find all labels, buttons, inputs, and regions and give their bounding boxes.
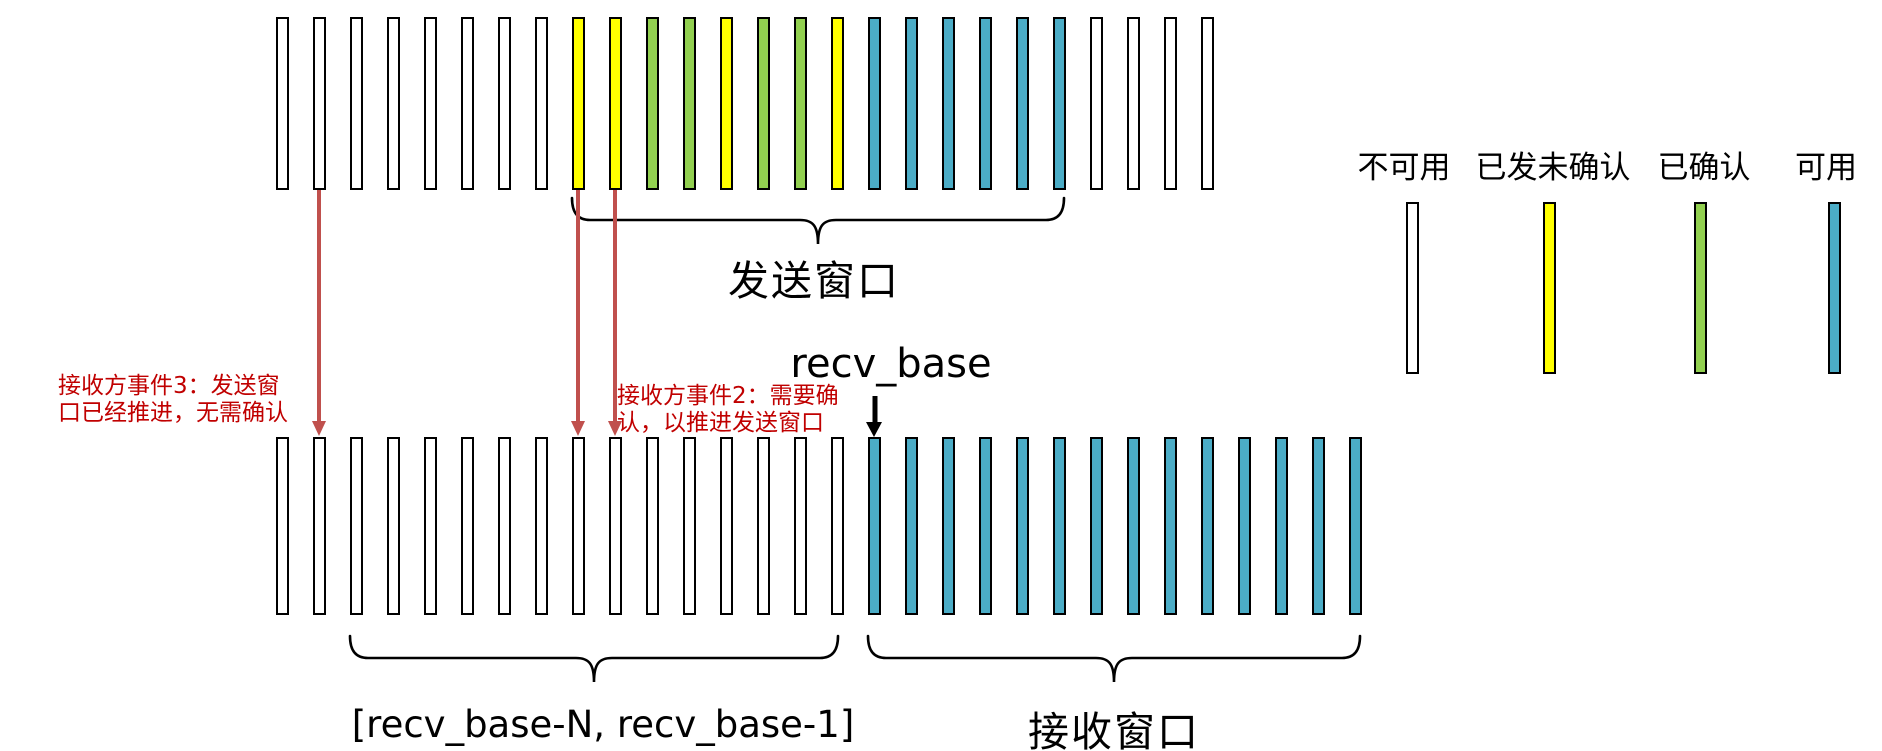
legend-bar-sent_unacked xyxy=(1542,202,1556,374)
packet-bar-unavailable xyxy=(757,437,770,615)
ack-arrow-packet-1 xyxy=(571,190,585,436)
packet-bar-acked xyxy=(683,17,696,190)
packet-bar-usable xyxy=(942,437,955,615)
receiver-event3-note: 接收方事件3：发送窗 口已经推进，无需确认 xyxy=(58,373,288,427)
legend-bar-usable xyxy=(1827,202,1841,374)
brace-path xyxy=(348,634,840,683)
recv-range-label: [recv_base-N, recv_base-1] xyxy=(351,703,855,746)
packet-bar-usable xyxy=(868,437,881,615)
packet-bar-unavailable xyxy=(535,17,548,190)
receive-window-label: 接收窗口 xyxy=(1028,708,1200,751)
arrow-head-icon xyxy=(608,421,622,436)
packet-bar-unavailable xyxy=(646,437,659,615)
packet-bar-sent_unacked xyxy=(609,17,622,190)
packet-bar-unavailable xyxy=(831,437,844,615)
packet-bar-unavailable xyxy=(609,437,622,615)
packet-bar-acked xyxy=(646,17,659,190)
packet-bar-unavailable xyxy=(683,437,696,615)
packet-bar-usable xyxy=(1090,437,1103,615)
packet-bar-unavailable xyxy=(1164,17,1177,190)
packet-bar-unavailable xyxy=(313,437,326,615)
packet-bar-unavailable xyxy=(424,17,437,190)
legend-label-sent_unacked: 已发未确认 xyxy=(1475,150,1631,186)
brace-path xyxy=(570,196,1066,245)
ack-arrow-packet-2 xyxy=(608,190,622,436)
packet-bar-unavailable xyxy=(1127,17,1140,190)
packet-bar-unavailable xyxy=(1090,17,1103,190)
packet-bar-usable xyxy=(1053,17,1066,190)
packet-bar-unavailable xyxy=(350,17,363,190)
legend-label-unavailable: 不可用 xyxy=(1357,150,1451,186)
packet-bar-usable xyxy=(979,17,992,190)
packet-bar-sent_unacked xyxy=(720,17,733,190)
send-window-label: 发送窗口 xyxy=(728,257,900,305)
packet-bar-acked xyxy=(794,17,807,190)
packet-bar-usable xyxy=(1016,17,1029,190)
recv-range-brace xyxy=(348,634,840,683)
packet-bar-usable xyxy=(1201,437,1214,615)
packet-bar-unavailable xyxy=(794,437,807,615)
packet-bar-unavailable xyxy=(424,437,437,615)
packet-bar-unavailable xyxy=(387,437,400,615)
legend-bar-acked xyxy=(1693,202,1707,374)
receiver-event2-note: 接收方事件2：需要确 认，以推进发送窗口 xyxy=(617,383,839,437)
legend-bar-unavailable xyxy=(1405,202,1419,374)
packet-bar-unavailable xyxy=(498,17,511,190)
arrow-shaft xyxy=(317,190,321,423)
recv-base-label: recv_base xyxy=(790,341,992,387)
packet-bar-unavailable xyxy=(350,437,363,615)
packet-bar-unavailable xyxy=(313,17,326,190)
packet-bar-unavailable xyxy=(720,437,733,615)
packet-bar-unavailable xyxy=(276,437,289,615)
packet-bar-sent_unacked xyxy=(572,17,585,190)
legend-label-usable: 可用 xyxy=(1795,150,1857,186)
packet-bar-unavailable xyxy=(1201,17,1214,190)
packet-bar-usable xyxy=(1164,437,1177,615)
receiver-event2-line1: 接收方事件2：需要确 xyxy=(617,383,839,409)
recv-base-arrow xyxy=(866,396,883,437)
receiver-event3-line1: 接收方事件3：发送窗 xyxy=(58,373,280,399)
receiver-event3-line2: 口已经推进，无需确认 xyxy=(58,400,288,426)
packet-bar-usable xyxy=(1127,437,1140,615)
receiver-event2-line2: 认，以推进发送窗口 xyxy=(617,410,824,436)
brace-path xyxy=(866,634,1362,683)
packet-bar-unavailable xyxy=(535,437,548,615)
packet-bar-usable xyxy=(942,17,955,190)
packet-bar-unavailable xyxy=(387,17,400,190)
packet-bar-unavailable xyxy=(276,17,289,190)
packet-bar-usable xyxy=(905,437,918,615)
arrow-head-icon xyxy=(571,421,585,436)
packet-bar-unavailable xyxy=(572,437,585,615)
packet-bar-sent_unacked xyxy=(831,17,844,190)
packet-bar-usable xyxy=(1016,437,1029,615)
packet-bar-usable xyxy=(1053,437,1066,615)
packet-bar-unavailable xyxy=(461,17,474,190)
packet-bar-usable xyxy=(905,17,918,190)
packet-bar-acked xyxy=(757,17,770,190)
packet-bar-usable xyxy=(1275,437,1288,615)
packet-bar-usable xyxy=(979,437,992,615)
packet-bar-unavailable xyxy=(498,437,511,615)
arrow-shaft xyxy=(872,396,877,424)
packet-bar-usable xyxy=(1238,437,1251,615)
packet-bar-usable xyxy=(1312,437,1325,615)
legend-label-acked: 已确认 xyxy=(1657,150,1751,186)
packet-bar-usable xyxy=(868,17,881,190)
receive-window-brace xyxy=(866,634,1362,683)
arrow-shaft xyxy=(576,190,580,423)
send-window-brace xyxy=(570,196,1066,245)
ack-arrow-no-ack-needed xyxy=(312,190,326,436)
arrow-shaft xyxy=(613,190,617,423)
packet-bar-unavailable xyxy=(461,437,474,615)
arrow-head-icon xyxy=(866,422,882,437)
arrow-head-icon xyxy=(312,421,326,436)
packet-bar-usable xyxy=(1349,437,1362,615)
